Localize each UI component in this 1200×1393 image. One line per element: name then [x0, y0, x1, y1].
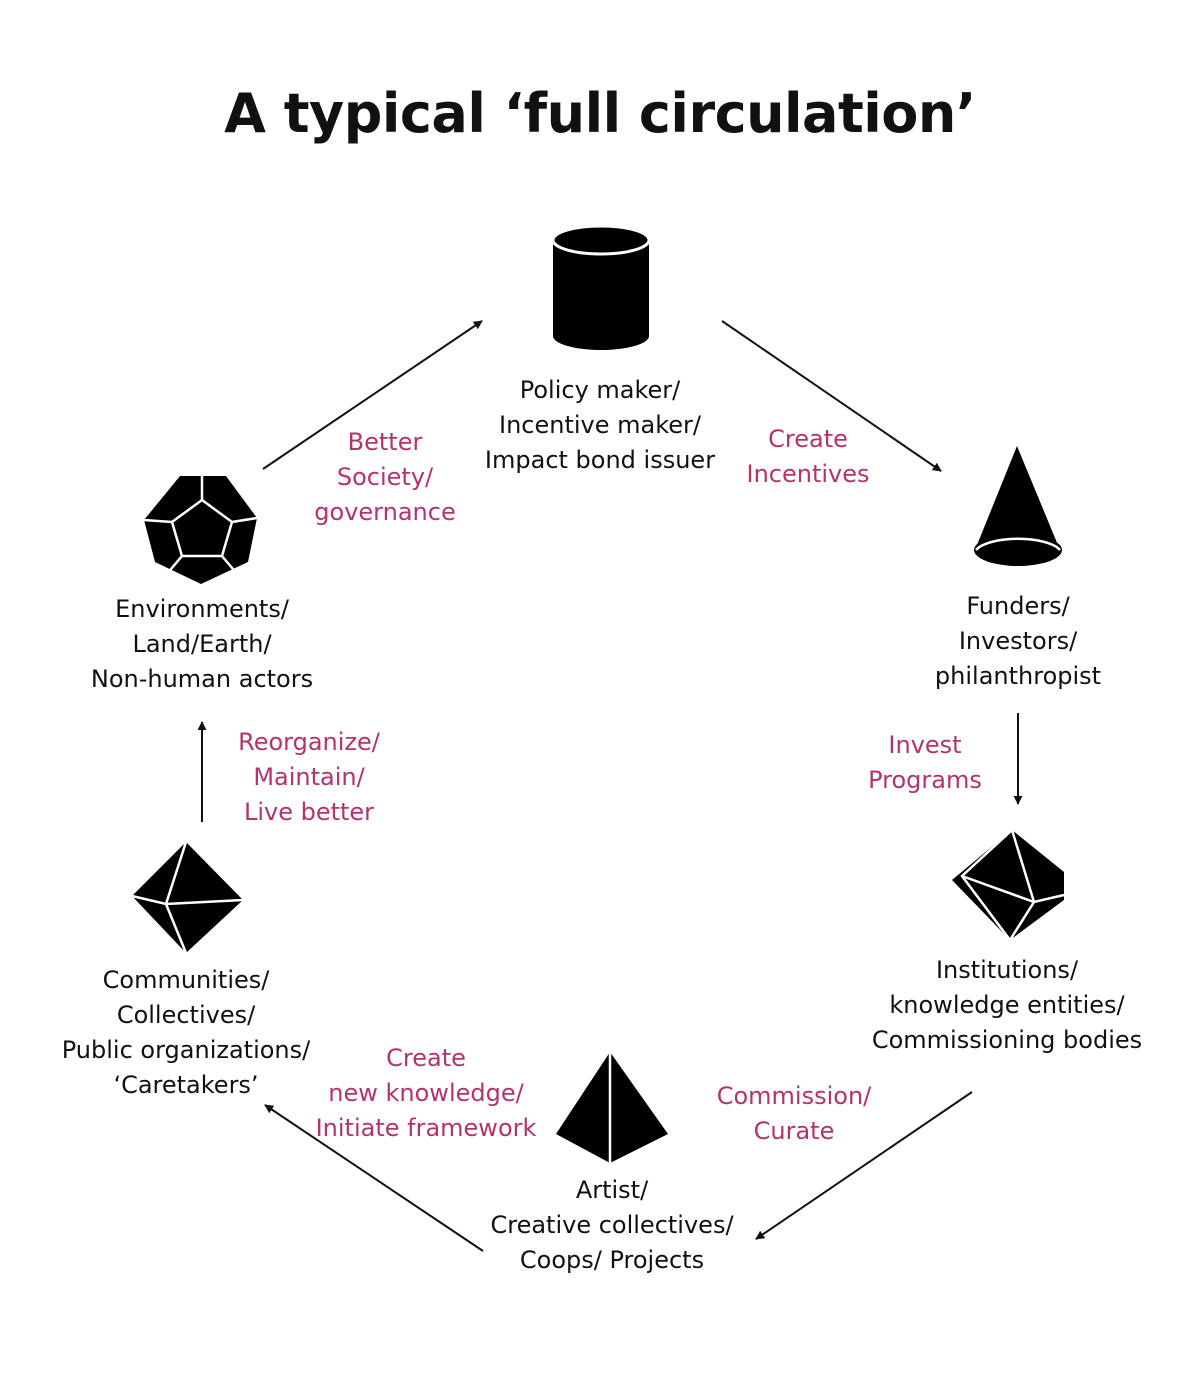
cylinder-icon: [551, 224, 651, 350]
arrow-institutions-to-artist: [755, 1091, 973, 1240]
action-create-knowledge: Create new knowledge/ Initiate framework: [315, 1044, 537, 1142]
action-better-society: Better Society/ governance: [314, 428, 456, 526]
action-create-incentives: Create Incentives: [746, 425, 870, 488]
pyramid-icon: [556, 1052, 668, 1163]
node-label-artist: Artist/ Creative collectives/ Coops/ Pro…: [490, 1176, 734, 1274]
node-label-environments: Environments/ Land/Earth/ Non-human acto…: [90, 595, 314, 693]
node-label-funders: Funders/ Investors/ philanthropist: [934, 592, 1102, 690]
arrow-policy-to-funders: [721, 320, 942, 472]
octahedron-icon: [131, 841, 244, 954]
node-label-policy: Policy maker/ Incentive maker/ Impact bo…: [484, 376, 716, 474]
action-invest-programs: Invest Programs: [868, 731, 982, 794]
cone-icon: [974, 446, 1062, 566]
action-commission-curate: Commission/ Curate: [716, 1082, 872, 1145]
node-label-communities: Communities/ Collectives/ Public organiz…: [61, 966, 311, 1099]
dodecahedron-icon: [143, 476, 258, 584]
polyhedron-icon: [952, 829, 1065, 941]
arrow-artist-to-communities: [264, 1104, 484, 1252]
action-reorganize: Reorganize/ Maintain/ Live better: [238, 728, 380, 826]
diagram-title: A typical ‘full circulation’: [224, 82, 976, 145]
node-label-institutions: Institutions/ knowledge entities/ Commis…: [871, 956, 1143, 1054]
arrow-environments-to-policy: [262, 320, 483, 470]
